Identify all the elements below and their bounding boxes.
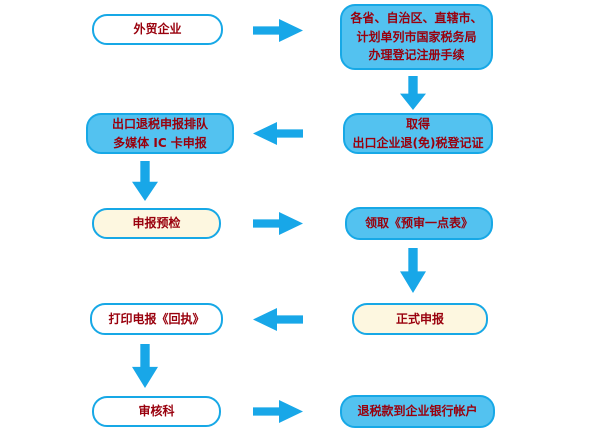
arrow-down-icon <box>132 344 158 388</box>
node-declaration-queue-ic-card: 出口退税申报排队 多媒体 IC 卡申报 <box>86 113 234 154</box>
node-foreign-trade-enterprise: 外贸企业 <box>92 14 223 45</box>
arrow-left-icon <box>253 122 303 145</box>
arrow-down-icon <box>132 161 158 201</box>
node-receive-preaudit-form: 领取《预审一点表》 <box>345 207 493 240</box>
node-declaration-precheck: 申报预检 <box>92 208 221 239</box>
node-audit-section: 审核科 <box>92 396 221 427</box>
node-formal-declaration: 正式申报 <box>352 303 488 335</box>
node-tax-bureau-registration: 各省、自治区、直辖市、 计划单列市国家税务局 办理登记注册手续 <box>340 4 493 70</box>
arrow-down-icon <box>400 76 426 110</box>
arrow-right-icon <box>253 212 303 235</box>
arrow-right-icon <box>253 19 303 42</box>
arrow-left-icon <box>253 308 303 331</box>
node-obtain-registration-cert: 取得 出口企业退(免)税登记证 <box>343 113 493 154</box>
node-refund-to-bank-account: 退税款到企业银行帐户 <box>340 395 495 428</box>
arrow-down-icon <box>400 248 426 293</box>
arrow-right-icon <box>253 400 303 423</box>
node-print-telegraph-receipt: 打印电报《回执》 <box>90 303 223 335</box>
